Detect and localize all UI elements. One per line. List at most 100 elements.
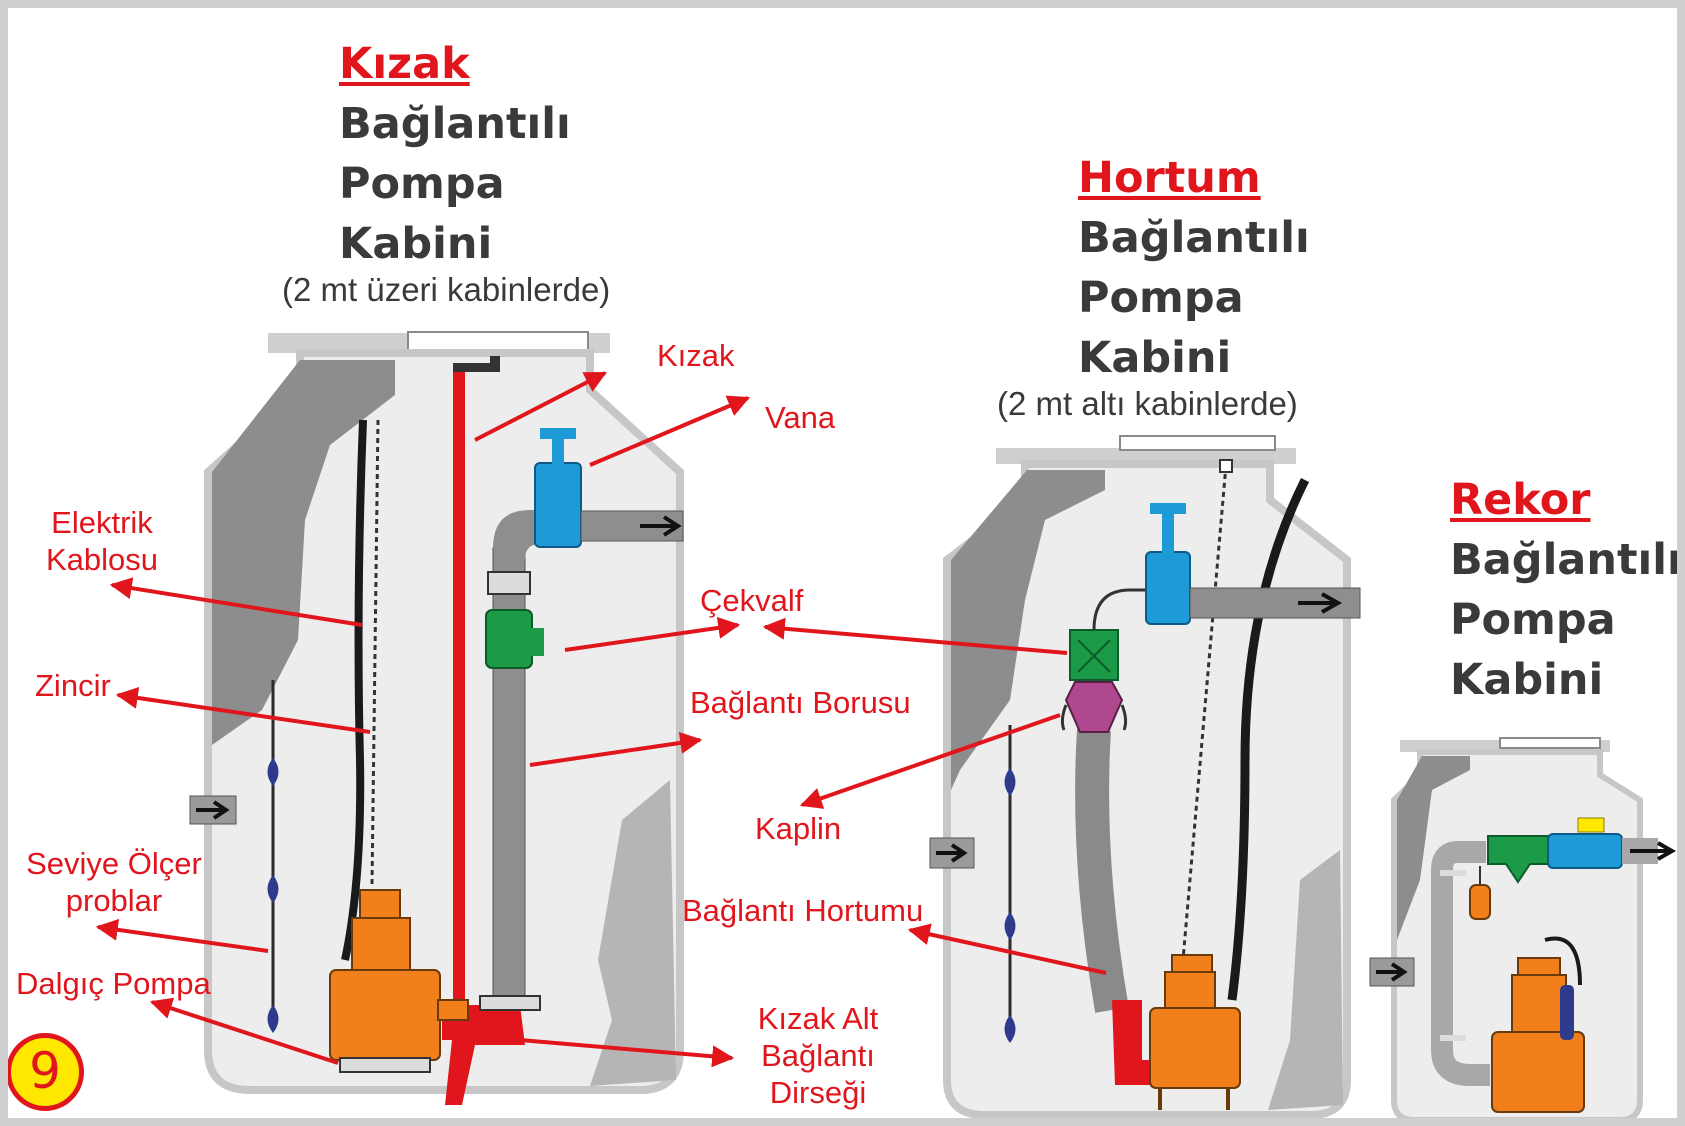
cabin-hose-shade-right: [1268, 850, 1343, 1110]
arrow-baglanti-hortumu: [907, 923, 1107, 975]
arrow-dalgic-pompa: [149, 997, 339, 1065]
cabin-skid-float-2: [267, 875, 279, 903]
label-elektrik-kablosu: Elektrik Kablosu: [38, 504, 166, 578]
page-number-badge: 9: [6, 1033, 84, 1111]
cabin-skid-pump-top: [359, 889, 401, 921]
subtitle-skid: (2 mt üzeri kabinlerde): [282, 271, 611, 308]
cabin-skid-shade-left: [212, 360, 395, 745]
cabin-fitting-outlet-arrow: [1630, 841, 1677, 861]
cabin-skid-rail: [453, 366, 465, 1001]
title-hose-line-3: Kabini: [1078, 333, 1232, 383]
cabin-fitting-ballvalve: [1547, 833, 1623, 869]
title-fitting-red: Rekor: [1450, 475, 1591, 525]
arrow-kizak-alt: [519, 1038, 735, 1068]
arrow-kizak: [474, 371, 607, 442]
title-skid-red: Kızak: [339, 39, 470, 89]
title-hose-line-1: Bağlantılı: [1078, 213, 1310, 263]
cabin-skid-gatevalve-handle: [540, 428, 576, 439]
cabin-skid-lid: [407, 331, 589, 351]
title-skid-line-1: Bağlantılı: [339, 99, 571, 149]
label-kaplin: Kaplin: [755, 811, 842, 846]
cabin-hose-inlet-arrow: [936, 843, 968, 863]
cabin-hose-electric-cable: [1227, 477, 1310, 1001]
label-seviye-olcer-line-2: problar: [65, 883, 163, 918]
cabin-hose-body: [943, 460, 1351, 1119]
cabin-skid-rail-top: [453, 356, 500, 372]
cabin-fitting-pipe: [1431, 841, 1490, 1086]
cabin-hose-float-1: [1004, 768, 1016, 796]
title-fitting-line-1: Bağlantılı: [1450, 535, 1682, 585]
cabin-skid-float-1: [267, 758, 279, 786]
cabin-hose-coupling-clamps: [1060, 704, 1128, 731]
title-skid-line-2: Pompa: [339, 159, 505, 209]
title-hose-line-2: Pompa: [1078, 273, 1244, 323]
cabin-hose-float-3: [1004, 1015, 1016, 1043]
cabin-fitting-pump-top: [1517, 957, 1561, 977]
cabin-hose-pump-legs: [1158, 1088, 1230, 1110]
cabin-hose-outlet-arrow: [1298, 592, 1343, 614]
cabin-hose-chain: [1181, 464, 1228, 961]
cabin-hose: [929, 435, 1361, 1119]
cabin-skid-electric-cable: [341, 419, 367, 961]
label-elektrik-kablosu-line-2: Kablosu: [45, 542, 159, 577]
cabin-skid-pump-outlet: [437, 999, 469, 1021]
title-fitting: Rekor Bağlantılı Pompa Kabini: [1450, 470, 1682, 710]
arrow-kaplin: [799, 713, 1061, 809]
cabin-fitting-pump-body: [1491, 1031, 1585, 1113]
cabin-fitting-ballvalve-handle: [1577, 817, 1605, 833]
cabin-fitting-shade-left: [1397, 756, 1470, 940]
label-baglanti-hortumu: Bağlantı Hortumu: [682, 893, 924, 928]
cabin-skid-bottom-elbow: [442, 1005, 525, 1105]
label-kizak-alt: Kızak Alt Bağlantı Dirseği: [738, 1000, 898, 1111]
cabin-skid-gatevalve: [534, 462, 582, 548]
cabin-fitting-float: [1469, 884, 1491, 920]
cabin-skid-pump-base: [339, 1057, 431, 1073]
cabin-skid-checkvalve-cap: [530, 628, 544, 656]
cabin-hose-checkvalve-x: [1077, 639, 1111, 673]
cabin-hose-float-2: [1004, 912, 1016, 940]
title-fitting-line-2: Pompa: [1450, 595, 1616, 645]
arrow-vana: [589, 395, 751, 467]
cabin-skid-union: [487, 571, 531, 595]
label-zincir: Zincir: [35, 668, 111, 703]
cabin-fitting-inlet-arrow: [1376, 962, 1408, 982]
title-skid: Kızak Bağlantılı Pompa Kabini: [339, 34, 571, 274]
title-skid-line-3: Kabini: [339, 219, 493, 269]
subtitle-hose: (2 mt altı kabinlerde): [997, 385, 1298, 422]
cabin-fitting-pump-handle: [1560, 985, 1574, 1040]
title-hose: Hortum Bağlantılı Pompa Kabini: [1078, 148, 1310, 388]
cabin-fitting-pipe-ring-1: [1440, 870, 1466, 876]
cabin-fitting-pipe-ring-2: [1440, 1035, 1466, 1041]
cabin-hose-gatevalve-handle: [1150, 503, 1186, 514]
cabin-skid-bottom-flange: [479, 995, 541, 1011]
cabin-hose-gatevalve-stem: [1162, 513, 1174, 553]
arrow-elektrik-kablosu: [109, 577, 363, 627]
arrow-cekvalf-right: [762, 617, 1068, 655]
cabin-hose-link-pipe: [1092, 588, 1150, 631]
leader-arrows: [95, 371, 1107, 1068]
label-kizak-alt-line-3: Dirseği: [769, 1075, 867, 1110]
label-vana: Vana: [765, 400, 836, 435]
arrow-zincir: [115, 686, 371, 734]
label-cekvalf: Çekvalf: [700, 583, 804, 618]
label-seviye-olcer: Seviye Ölçer problar: [16, 845, 212, 919]
cabin-skid-checkvalve: [485, 609, 533, 669]
label-seviye-olcer-line-1: Seviye Ölçer: [26, 846, 202, 881]
cabin-skid-pump-motor: [351, 917, 411, 974]
label-dalgic-pompa: Dalgıç Pompa: [16, 966, 211, 1001]
cabin-hose-pump-motor: [1164, 971, 1216, 1013]
title-fitting-line-3: Kabini: [1450, 655, 1604, 705]
label-elektrik-kablosu-line-1: Elektrik: [51, 505, 153, 540]
label-baglanti-borusu: Bağlantı Borusu: [690, 685, 911, 720]
cabin-hose-pump-body: [1149, 1007, 1241, 1089]
cabin-hose-coupling: [1064, 681, 1124, 733]
cabin-hose-gatevalve: [1145, 551, 1191, 625]
cabin-skid-inlet-arrow: [196, 800, 230, 820]
arrow-cekvalf-left: [564, 616, 741, 652]
label-kizak-alt-line-1: Kızak Alt: [757, 1001, 879, 1036]
arrow-baglanti-borusu: [529, 731, 703, 767]
title-hose-red: Hortum: [1078, 153, 1261, 203]
arrow-seviye-olcer: [95, 918, 269, 953]
